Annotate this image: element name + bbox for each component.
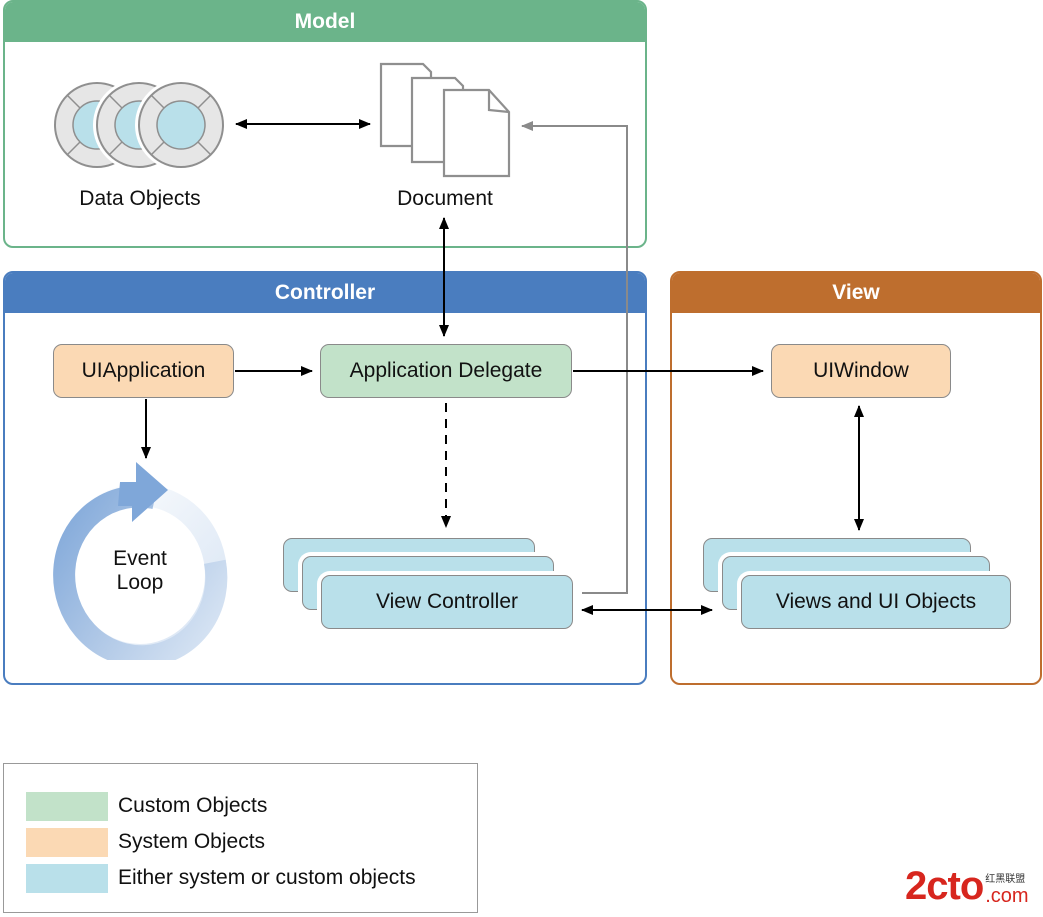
document-label: Document: [397, 187, 493, 210]
event-loop-icon: [53, 462, 228, 660]
legend: Custom Objects System Objects Either sys…: [3, 763, 478, 913]
legend-item-custom: Custom Objects: [26, 791, 267, 821]
document-page: [442, 88, 511, 178]
watermark-cn: 红黑联盟: [985, 874, 1026, 885]
watermark-main: 2cto: [905, 864, 984, 908]
views-and-ui-objects-node: Views and UI Objects: [741, 575, 1011, 629]
legend-swatch-either: [26, 863, 108, 893]
controller-panel-title: Controller: [5, 273, 645, 313]
event-loop-label-line1: Event: [113, 547, 167, 570]
legend-label-custom: Custom Objects: [118, 794, 268, 817]
legend-label-system: System Objects: [118, 830, 266, 853]
application-delegate-node: Application Delegate: [320, 344, 572, 398]
legend-swatch-system: [26, 827, 108, 857]
application-delegate-label: Application Delegate: [349, 359, 543, 382]
legend-label-either: Either system or custom objects: [118, 866, 416, 889]
view-controller-label: View Controller: [375, 590, 518, 613]
ui-application-label: UIApplication: [81, 359, 206, 382]
ui-application-node: UIApplication: [53, 344, 234, 398]
view-controller-node: View Controller: [321, 575, 573, 629]
model-panel-title: Model: [5, 2, 645, 42]
stacked-documents-icon: [379, 62, 511, 178]
ui-window-label: UIWindow: [813, 359, 909, 382]
ui-window-node: UIWindow: [771, 344, 951, 398]
legend-item-system: System Objects: [26, 827, 265, 857]
data-object-disc: [135, 79, 227, 171]
legend-swatch-custom: [26, 791, 108, 821]
event-loop-label: Event Loop: [88, 547, 192, 595]
data-objects-label: Data Objects: [79, 187, 201, 210]
legend-item-either: Either system or custom objects: [26, 863, 416, 893]
views-and-ui-objects-label: Views and UI Objects: [775, 590, 977, 613]
stacked-data-objects-icon: [53, 79, 227, 171]
watermark-com: .com: [985, 885, 1029, 907]
view-panel-title: View: [672, 273, 1040, 313]
watermark-logo: 2cto 红黑联盟 .com: [905, 866, 1029, 906]
event-loop-label-line2: Loop: [116, 571, 164, 594]
